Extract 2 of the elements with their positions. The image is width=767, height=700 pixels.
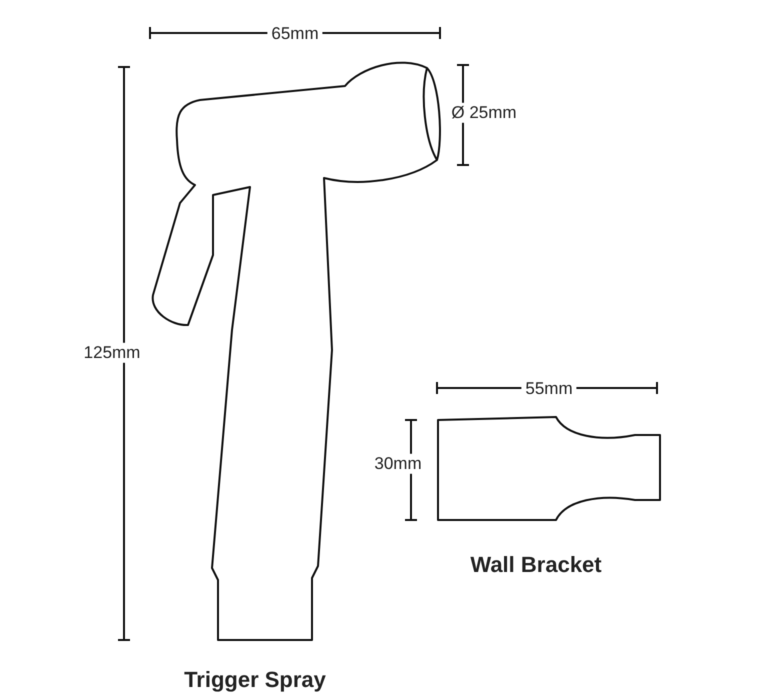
drawing-caption: Trigger Spray [183,666,327,694]
drawing-caption: Wall Bracket [469,552,603,578]
